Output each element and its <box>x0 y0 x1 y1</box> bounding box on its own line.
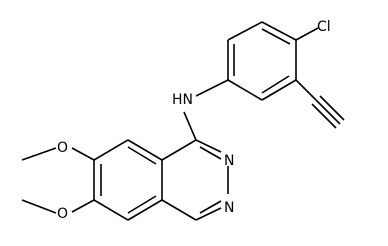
bond <box>195 207 222 221</box>
methoxy-oxygen-lower-label: O <box>57 206 68 222</box>
bond <box>21 199 57 214</box>
double-bond-inner <box>261 28 291 45</box>
double-bond-inner <box>127 146 157 165</box>
bond <box>21 147 57 161</box>
ring-nitrogen-upper-label: N <box>224 153 234 169</box>
bond <box>183 111 197 141</box>
ethynyl-group <box>295 79 345 129</box>
bond <box>227 21 263 41</box>
methoxy-oxygen-upper-label: O <box>57 140 68 156</box>
double-bond-inner <box>127 195 157 214</box>
bond <box>195 139 222 153</box>
triple-bond <box>315 99 341 125</box>
bond <box>161 139 197 161</box>
bond <box>127 199 163 221</box>
ring-nitrogen-lower-label: N <box>224 200 234 216</box>
bond <box>295 79 317 101</box>
bond <box>261 79 297 101</box>
bond <box>71 199 95 213</box>
bond <box>261 21 297 41</box>
amine-label: HN <box>172 92 193 108</box>
bond <box>161 199 197 221</box>
bond <box>227 79 263 101</box>
pyrimidine-ring <box>161 139 229 221</box>
chlorophenyl-ring <box>227 21 297 101</box>
bond <box>93 139 129 161</box>
double-bond-inner <box>199 200 222 214</box>
bond <box>195 79 229 97</box>
chlorine-label: Cl <box>317 19 331 35</box>
bond <box>295 27 319 41</box>
double-bond-inner <box>261 75 290 94</box>
triple-bond <box>319 95 345 121</box>
bond <box>93 199 129 221</box>
benzo-ring <box>93 139 163 221</box>
triple-bond <box>311 103 337 129</box>
bond <box>127 139 163 161</box>
bond <box>71 147 95 161</box>
double-bond-inner <box>199 146 222 160</box>
